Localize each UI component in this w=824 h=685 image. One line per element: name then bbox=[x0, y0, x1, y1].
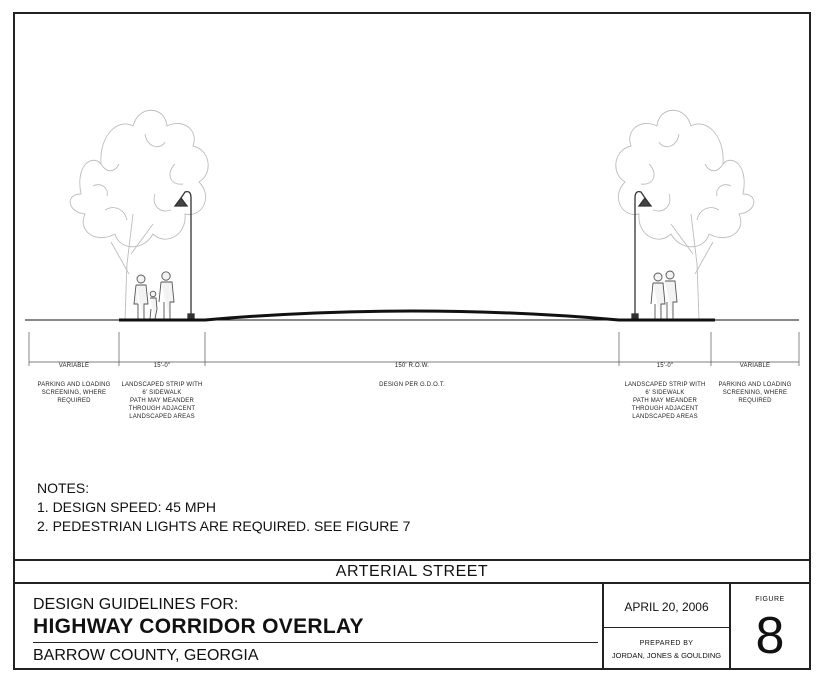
prepared-by-name: JORDAN, JONES & GOULDING bbox=[611, 651, 722, 660]
notes-heading: NOTES: bbox=[37, 480, 90, 496]
title-underline bbox=[33, 642, 598, 643]
right-tree bbox=[615, 109, 755, 320]
figure-cell: FIGURE 8 bbox=[729, 584, 809, 670]
note-item: 1. DESIGN SPEED: 45 MPH bbox=[37, 499, 216, 515]
date-divider bbox=[604, 627, 729, 628]
drawing-sheet: VARIABLE PARKING AND LOADING SCREENING, … bbox=[13, 12, 811, 670]
dimension-value: 15'-0" bbox=[153, 363, 171, 369]
ground-profile bbox=[25, 309, 799, 322]
figure-number: 8 bbox=[755, 607, 785, 665]
notes: NOTES: 1. DESIGN SPEED: 45 MPH 2. PEDEST… bbox=[37, 479, 410, 536]
left-pedestrian-light bbox=[173, 190, 195, 320]
cross-section-graphic bbox=[25, 109, 800, 366]
dimension-right-variable: VARIABLE PARKING AND LOADING SCREENING, … bbox=[711, 354, 799, 413]
dimension-value: VARIABLE bbox=[58, 363, 90, 369]
dimension-value: VARIABLE bbox=[739, 363, 771, 369]
project-title: HIGHWAY CORRIDOR OVERLAY bbox=[33, 615, 364, 638]
dimension-note: DESIGN PER G.D.O.T. bbox=[379, 382, 445, 388]
left-tree bbox=[69, 109, 209, 320]
right-pedestrians bbox=[650, 270, 678, 319]
dimension-left-variable: VARIABLE PARKING AND LOADING SCREENING, … bbox=[29, 354, 119, 413]
drawing-title: ARTERIAL STREET bbox=[15, 559, 809, 584]
county-name: BARROW COUNTY, GEORGIA bbox=[33, 647, 259, 664]
dimension-note: LANDSCAPED STRIP WITH 6' SIDEWALK PATH M… bbox=[121, 382, 203, 420]
dimension-note: PARKING AND LOADING SCREENING, WHERE REQ… bbox=[37, 382, 111, 404]
dimension-right-strip: 15'-0" LANDSCAPED STRIP WITH 6' SIDEWALK… bbox=[616, 354, 714, 429]
dimension-value: 150' R.O.W. bbox=[394, 363, 430, 369]
street-cross-section: VARIABLE PARKING AND LOADING SCREENING, … bbox=[15, 14, 809, 559]
guidelines-label: DESIGN GUIDELINES FOR: bbox=[33, 596, 239, 613]
dimension-note: PARKING AND LOADING SCREENING, WHERE REQ… bbox=[718, 382, 792, 404]
prepared-by-label: PREPARED BY bbox=[639, 640, 694, 647]
dimension-line bbox=[28, 332, 800, 366]
date-cell: APRIL 20, 2006 PREPARED BY JORDAN, JONES… bbox=[602, 584, 729, 670]
dimension-value: 15'-0" bbox=[656, 363, 674, 369]
note-item: 2. PEDESTRIAN LIGHTS ARE REQUIRED. SEE F… bbox=[37, 518, 411, 534]
left-pedestrians bbox=[133, 271, 175, 320]
dimension-row: 150' R.O.W. DESIGN PER G.D.O.T. bbox=[305, 354, 519, 397]
dimension-note: LANDSCAPED STRIP WITH 6' SIDEWALK PATH M… bbox=[624, 382, 706, 420]
figure-label: FIGURE bbox=[755, 596, 785, 603]
issue-date: APRIL 20, 2006 bbox=[624, 600, 709, 614]
right-pedestrian-light bbox=[631, 190, 653, 320]
dimension-left-strip: 15'-0" LANDSCAPED STRIP WITH 6' SIDEWALK… bbox=[113, 354, 211, 429]
title-block: DESIGN GUIDELINES FOR: HIGHWAY CORRIDOR … bbox=[15, 584, 809, 670]
